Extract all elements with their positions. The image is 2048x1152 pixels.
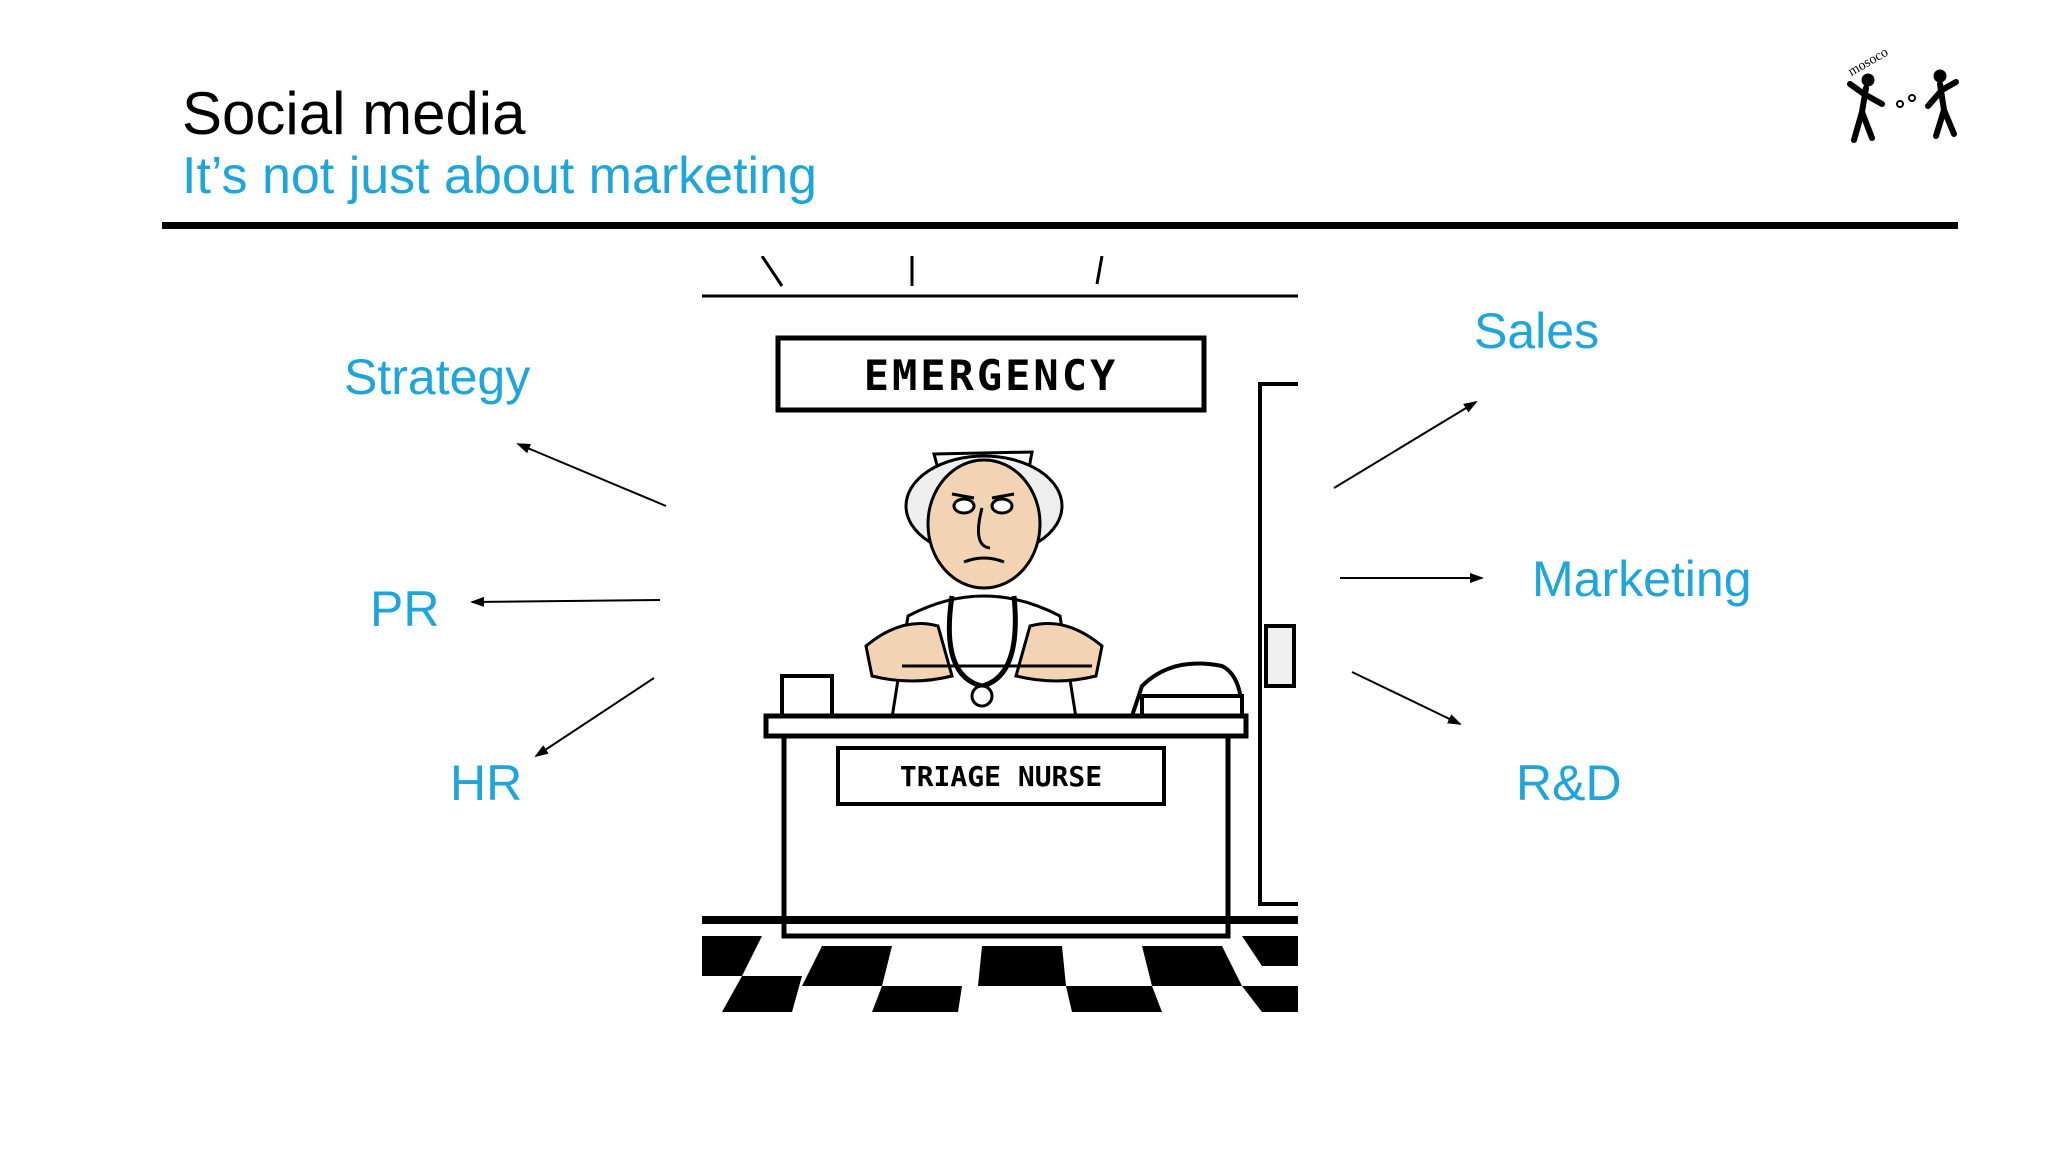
slide-subtitle: It’s not just about marketing xyxy=(182,147,817,205)
triage-nurse-cartoon: EMERGENCY xyxy=(702,256,1298,1012)
title-divider xyxy=(162,222,1958,229)
label-sales: Sales xyxy=(1474,303,1600,359)
mosoco-logo: mosoco xyxy=(1846,45,1959,143)
back-wall-door xyxy=(1258,382,1298,906)
label-marketing: Marketing xyxy=(1532,551,1752,607)
checkered-floor xyxy=(702,916,1298,1012)
emergency-sign-text: EMERGENCY xyxy=(864,351,1119,400)
two-figures-juggling-icon xyxy=(1847,69,1959,143)
triage-desk: TRIAGE NURSE xyxy=(763,713,1249,939)
arrow-to-sales xyxy=(1333,400,1478,489)
nurse-figure xyxy=(864,450,1104,758)
ceiling xyxy=(702,256,1298,298)
label-pr: PR xyxy=(370,581,440,637)
arrow-to-rnd xyxy=(1351,671,1462,725)
arrow-to-pr xyxy=(470,596,661,607)
label-strategy: Strategy xyxy=(344,349,531,405)
slide-title: Social media xyxy=(182,80,526,147)
triage-nurse-label: TRIAGE NURSE xyxy=(900,760,1102,793)
label-hr: HR xyxy=(450,755,523,811)
arrow-to-hr xyxy=(534,677,655,758)
arrow-to-strategy xyxy=(516,443,667,507)
label-rnd: R&D xyxy=(1516,755,1622,811)
emergency-sign: EMERGENCY xyxy=(775,335,1207,413)
